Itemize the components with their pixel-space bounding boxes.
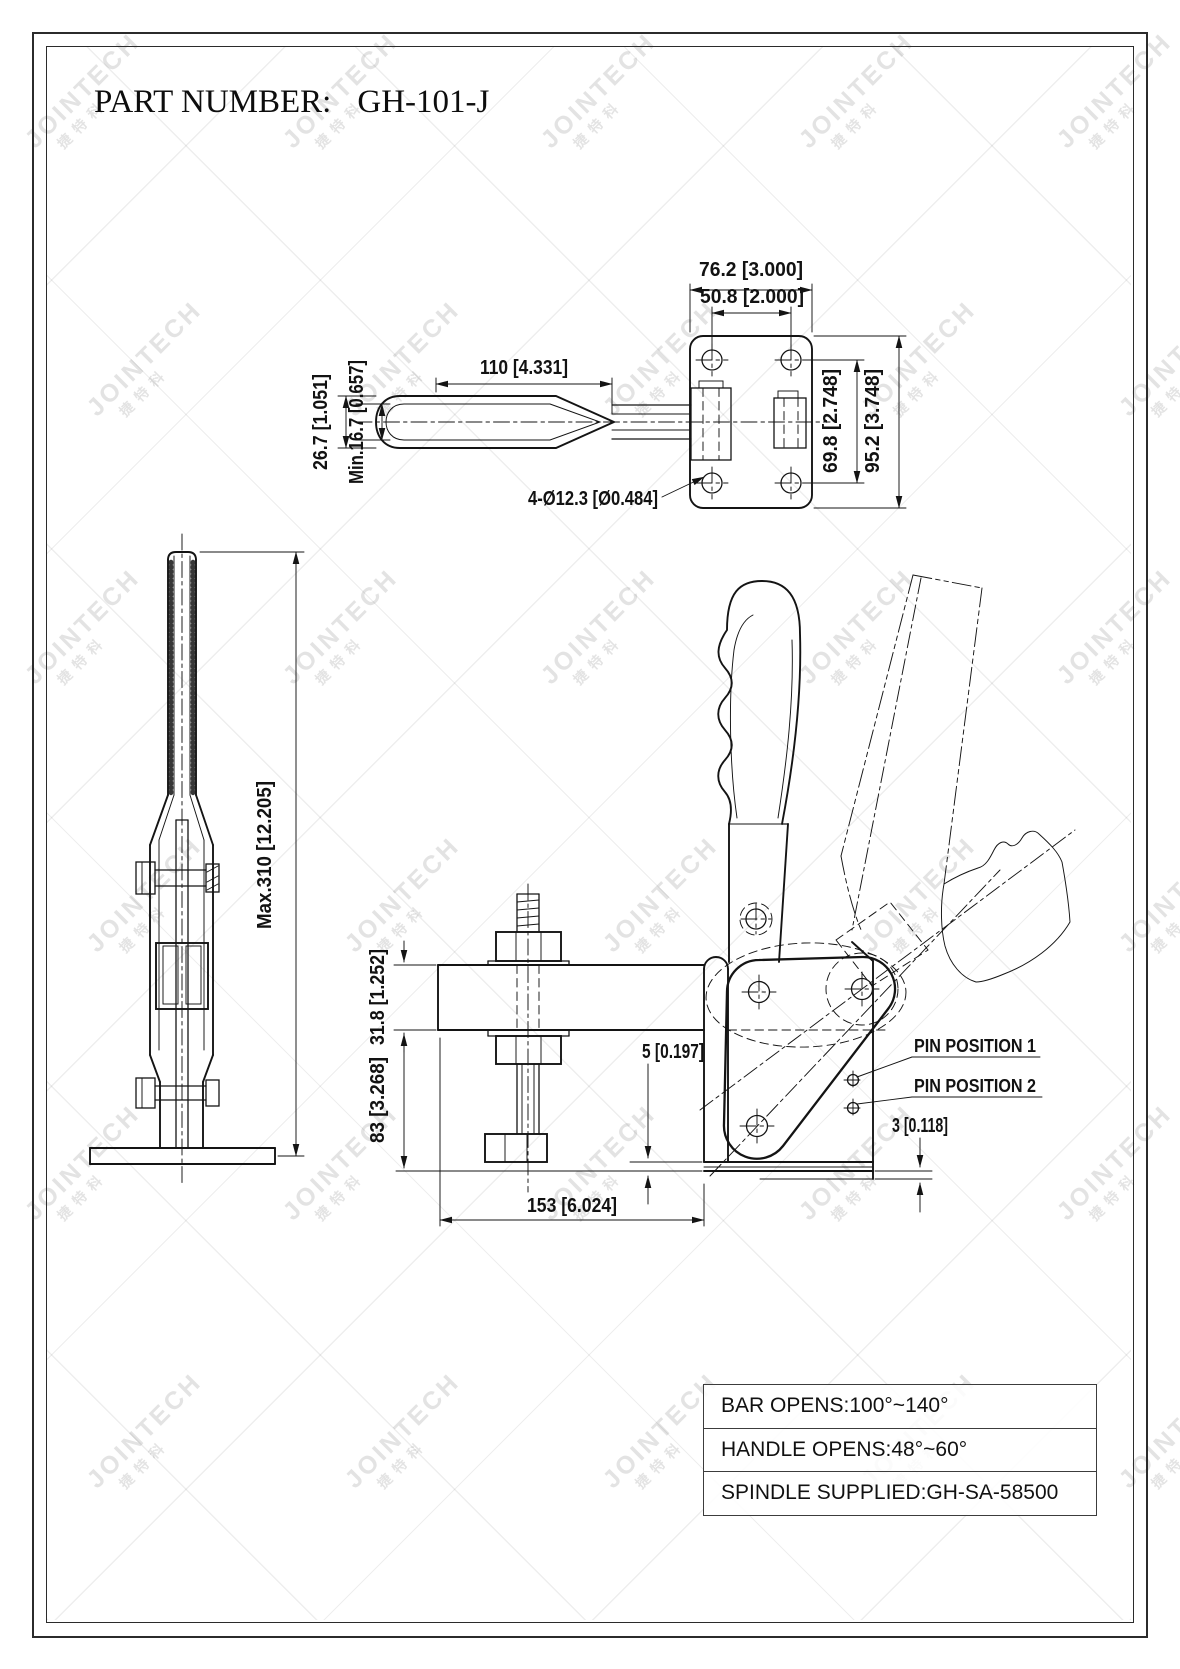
- label-pin-position-2: PIN POSITION 2: [914, 1076, 1036, 1096]
- page-title: PART NUMBER: GH-101-J: [94, 84, 489, 121]
- dim-max-height: Max.310 [12.205]: [254, 781, 276, 929]
- spec-row-bar-opens: BAR OPENS:100°~140°: [704, 1385, 1096, 1429]
- side-view-dimensions: Max.310 [12.205]: [199, 551, 305, 1157]
- dim-hole-span: 50.8 [2.000]: [700, 286, 804, 308]
- dim-hole-vspan: 69.8 [2.748]: [820, 369, 842, 473]
- dim-hole-callout: 4-Ø12.3 [Ø0.484]: [528, 488, 658, 510]
- spec-row-handle-opens: HANDLE OPENS:48°~60°: [704, 1429, 1096, 1472]
- dim-plate-width: 76.2 [3.000]: [699, 259, 803, 281]
- label-pin-position-1: PIN POSITION 1: [914, 1036, 1036, 1056]
- front-view-dimensions: PIN POSITION 1 PIN POSITION 2 31.8 [1.25…: [367, 940, 1043, 1227]
- dim-base-thickness: 3 [0.118]: [892, 1115, 948, 1137]
- hole-centerlines: [695, 343, 808, 500]
- pin-hole-centerlines: [843, 1070, 863, 1118]
- dim-lip: 5 [0.197]: [642, 1041, 704, 1063]
- side-view: [89, 533, 276, 1187]
- top-view: [355, 335, 831, 509]
- dim-base-length: 153 [6.024]: [527, 1195, 617, 1217]
- top-view-dimensions: 76.2 [3.000] 50.8 [2.000] 110 [4.331] 26…: [310, 259, 907, 510]
- part-number-label: PART NUMBER:: [94, 84, 332, 120]
- dim-plate-height: 95.2 [3.748]: [862, 369, 884, 473]
- front-view: [395, 574, 1076, 1193]
- dim-handle-length: 110 [4.331]: [480, 357, 568, 379]
- spec-row-spindle-supplied: SPINDLE SUPPLIED:GH-SA-58500: [721, 1481, 1059, 1504]
- spec-table: BAR OPENS:100°~140° HANDLE OPENS:48°~60°…: [703, 1384, 1097, 1516]
- dim-handle-width: 26.7 [1.051]: [310, 374, 332, 470]
- sheet-border-inner: [46, 46, 1134, 1623]
- pivot-centerlines: [739, 971, 880, 1144]
- dim-under-bar: 83 [3.268]: [367, 1057, 389, 1143]
- dim-bar-thickness: 31.8 [1.252]: [367, 949, 389, 1045]
- dim-handle-min-width: Min.16.7 [0.657]: [346, 360, 368, 484]
- part-number-value: GH-101-J: [357, 84, 490, 120]
- sheet-border-outer: [32, 32, 1148, 1638]
